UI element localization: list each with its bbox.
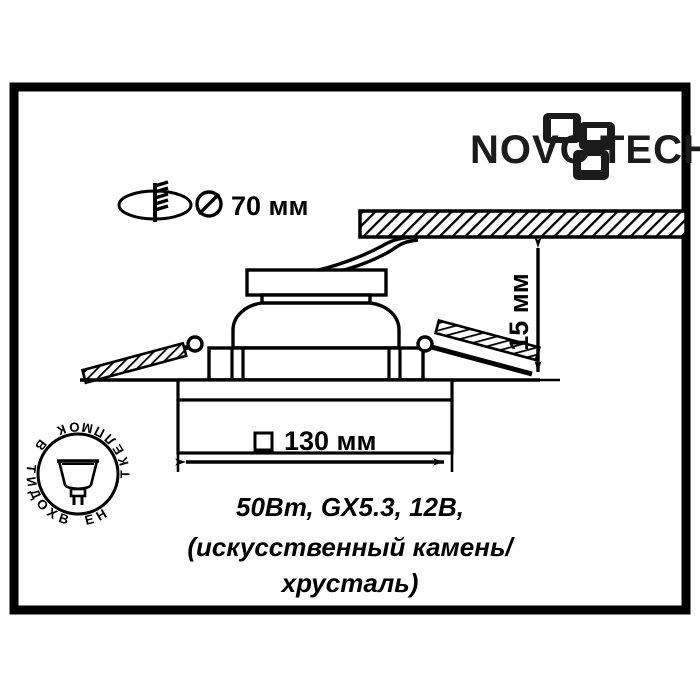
badge-ring-letter: Е [83, 511, 96, 528]
collar-band [207, 346, 425, 382]
brand-logo: NOVO TECH [470, 113, 700, 180]
badge-ring-letter: О [68, 419, 80, 435]
downlight-body [207, 268, 425, 382]
dimension-width: 130 мм [175, 426, 454, 472]
brand-name-right: TECH [600, 128, 700, 172]
diameter-symbol-icon [195, 190, 223, 218]
badge-ring-letter: Т [23, 464, 39, 474]
cutout-callout: 70 мм [117, 180, 308, 222]
spec-line-3: хрусталь) [280, 568, 419, 598]
dimension-width-label: 130 мм [284, 426, 377, 456]
mr16-lamp-icon [57, 459, 99, 505]
trim-ring [176, 378, 454, 455]
dimension-height-label: 15 мм [504, 273, 534, 350]
badge-ring-letter: В [57, 510, 71, 527]
badge-ring-letter: М [80, 419, 94, 436]
square-dimension-icon [253, 431, 274, 452]
spec-line-2: (искусственный камень/ [187, 532, 515, 562]
dimension-height: 15 мм [504, 235, 560, 382]
dome-body [231, 301, 401, 350]
spec-line-1: 50Вт, GX5.3, 12В, [236, 492, 464, 522]
cutout-diameter-label: 70 мм [231, 191, 308, 221]
spring-clip-left [80, 335, 204, 385]
brand-name-left: NOVO [470, 128, 592, 172]
badge-ring-letter: И [23, 476, 39, 488]
lamp-holder-cap [245, 268, 388, 297]
pinwheel-icon [543, 113, 615, 180]
specification-block: 50Вт, GX5.3, 12В, (искусственный камень/… [187, 492, 515, 598]
badge-ring-letter: Т [117, 470, 132, 478]
drill-hole-icon [117, 180, 193, 222]
ceiling-slab [358, 209, 688, 239]
sheet-border [9, 82, 691, 615]
